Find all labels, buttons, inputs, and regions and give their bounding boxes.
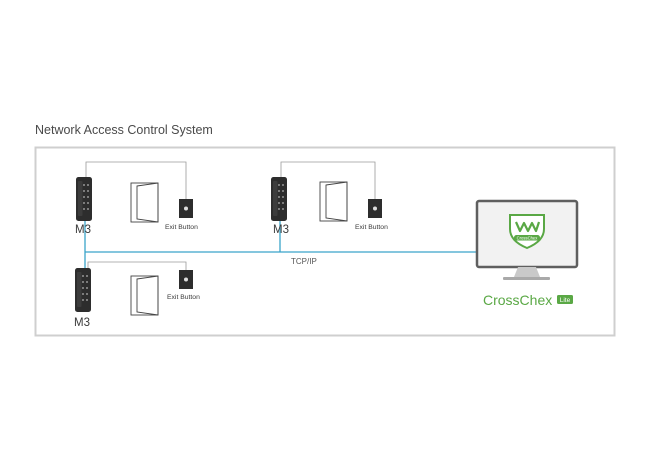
shield-logo-icon xyxy=(509,214,545,250)
exit-button-icon xyxy=(368,199,382,218)
exit-button-label: Exit Button xyxy=(165,224,198,231)
access-unit-3: M3 Exit Button xyxy=(74,252,200,329)
exit-button-icon xyxy=(179,199,193,218)
wiring-line xyxy=(87,261,187,270)
access-unit-1: M3 Exit Button xyxy=(75,161,198,252)
logo-text: CrossChex xyxy=(517,235,539,240)
wiring-line xyxy=(280,161,376,199)
device-label: M3 xyxy=(273,224,289,236)
network-label: TCP/IP xyxy=(291,257,317,266)
exit-button-icon xyxy=(179,270,193,289)
exit-button-label: Exit Button xyxy=(167,294,200,301)
door-icon xyxy=(130,275,159,316)
door-icon xyxy=(319,181,348,222)
diagram-title: Network Access Control System xyxy=(35,123,213,137)
access-terminal-icon xyxy=(76,177,92,221)
software-brand-name: CrossChex xyxy=(483,292,552,308)
exit-button-label: Exit Button xyxy=(355,224,388,231)
door-icon xyxy=(130,182,159,223)
device-label: M3 xyxy=(74,317,90,329)
device-label: M3 xyxy=(75,224,91,236)
edition-badge xyxy=(557,295,573,304)
edition-badge-label: Lite xyxy=(560,297,571,304)
access-unit-2: M3 Exit Button xyxy=(271,161,388,252)
access-terminal-icon xyxy=(271,177,287,221)
wiring-line xyxy=(85,161,187,199)
access-terminal-icon xyxy=(75,268,91,312)
